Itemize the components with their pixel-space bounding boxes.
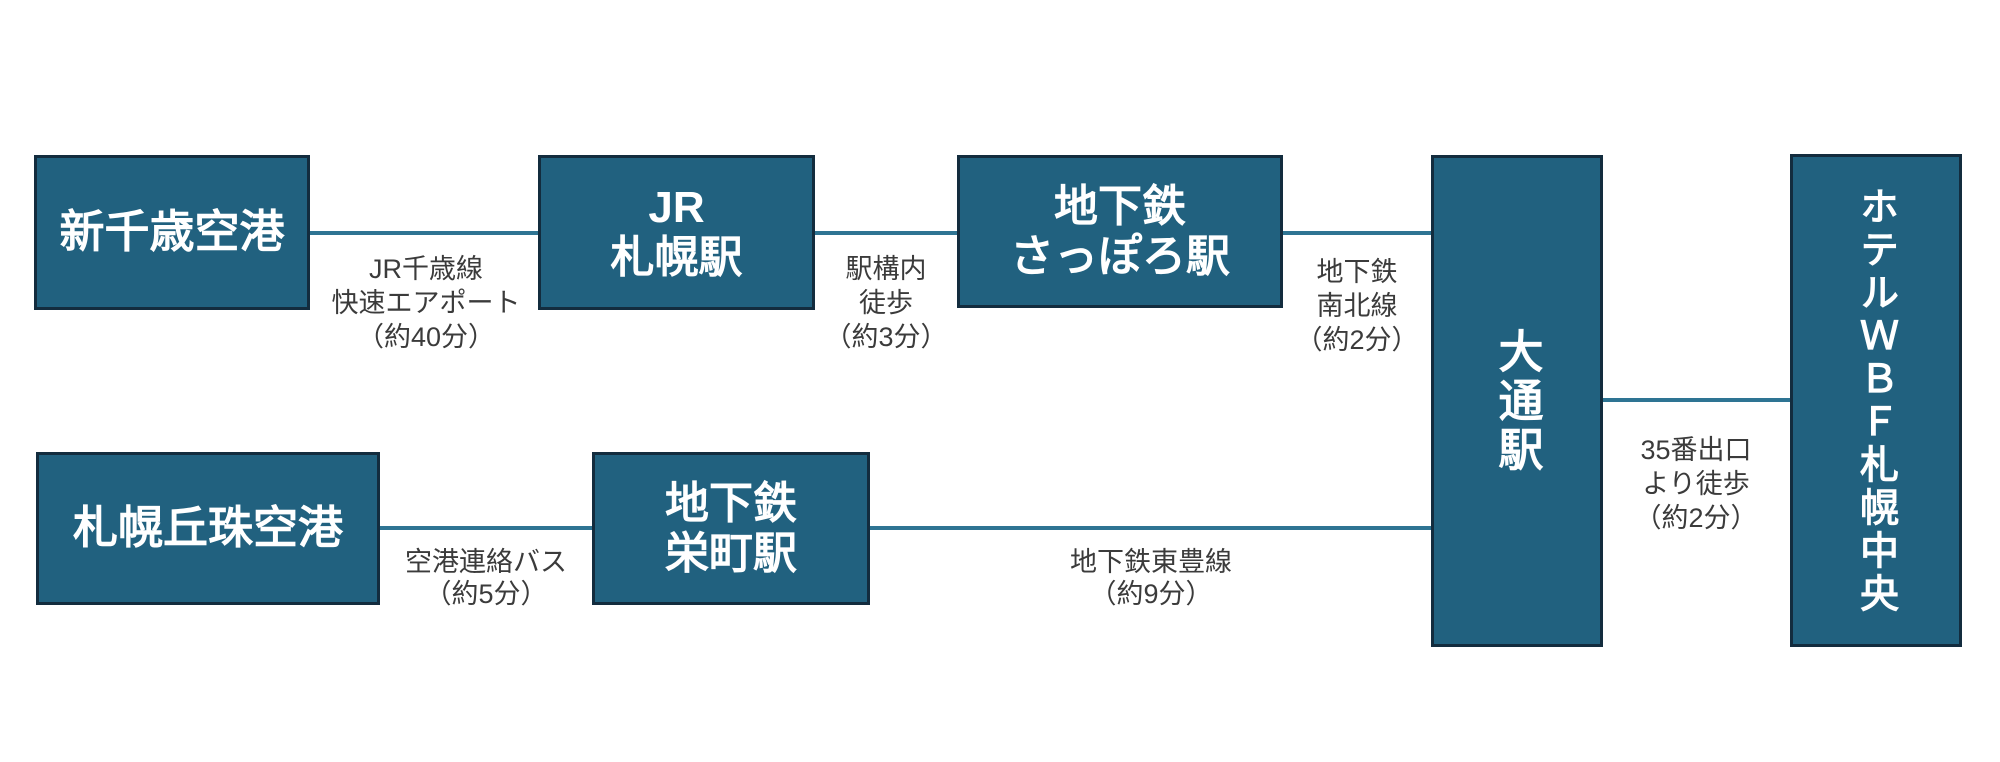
- node-hotel-wbf-sapporo-chuo: ホテルＷＢＦ札幌中央: [1790, 154, 1962, 647]
- edge-label-line: より徒歩: [1642, 469, 1750, 499]
- edge-label-line: （約2分）: [1295, 325, 1419, 355]
- connector-jr-sapporo-to-subway-sapporo: [813, 231, 959, 235]
- node-shin-chitose-airport: 新千歳空港: [34, 155, 310, 310]
- node-label: さっぽろ駅: [1010, 231, 1230, 281]
- node-sapporo-okadama-airport: 札幌丘珠空港: [36, 452, 380, 605]
- edge-label-exit35-walk: 35番出口 より徒歩 （約2分）: [1634, 433, 1757, 535]
- node-subway-sapporo-station: 地下鉄 さっぽろ駅: [957, 155, 1283, 308]
- connector-okadama-to-sakaemachi: [378, 526, 594, 530]
- node-label: 栄町駅: [665, 528, 797, 578]
- edge-label-line: （約9分）: [1089, 579, 1213, 609]
- node-subway-sakaemachi-station: 地下鉄 栄町駅: [592, 452, 870, 605]
- edge-label-station-inside-walk: 駅構内 徒歩 （約3分）: [824, 252, 947, 354]
- edge-label-line: 35番出口: [1640, 435, 1752, 465]
- connector-odori-to-hotel: [1601, 398, 1792, 402]
- edge-label-line: （約40分）: [356, 322, 496, 352]
- edge-label-line: JR千歳線: [369, 254, 483, 284]
- node-jr-sapporo-station: JR 札幌駅: [538, 155, 815, 310]
- edge-label-line: （約2分）: [1634, 503, 1758, 533]
- edge-label-line: 空港連絡バス: [405, 547, 567, 577]
- connector-chitose-to-jr-sapporo: [308, 231, 540, 235]
- node-label: ホテルＷＢＦ札幌中央: [1854, 185, 1898, 616]
- node-label: 地下鉄: [665, 479, 797, 529]
- edge-label-jr-chitose-line: JR千歳線 快速エアポート （約40分）: [332, 252, 521, 354]
- edge-label-line: 徒歩: [859, 288, 913, 318]
- node-odori-station: 大通駅: [1431, 155, 1603, 647]
- node-label: 新千歳空港: [59, 206, 285, 258]
- edge-label-line: 快速エアポート: [331, 288, 521, 318]
- node-label: 札幌駅: [610, 232, 743, 282]
- node-label: JR: [648, 183, 705, 233]
- edge-label-line: （約5分）: [424, 579, 548, 609]
- connector-sakaemachi-to-odori: [868, 526, 1433, 530]
- edge-label-line: （約3分）: [824, 322, 948, 352]
- edge-label-line: 駅構内: [845, 254, 927, 284]
- edge-label-airport-shuttle-bus: 空港連絡バス （約5分）: [405, 546, 567, 610]
- edge-label-subway-namboku-line: 地下鉄 南北線 （約2分）: [1295, 255, 1418, 357]
- edge-label-subway-toho-line: 地下鉄東豊線 （約9分）: [1070, 546, 1232, 610]
- edge-label-line: 地下鉄: [1316, 257, 1398, 287]
- edge-label-line: 南北線: [1316, 291, 1398, 321]
- node-label: 地下鉄: [1054, 182, 1186, 232]
- node-label: 大通駅: [1491, 327, 1543, 475]
- node-label: 札幌丘珠空港: [72, 502, 343, 554]
- edge-label-line: 地下鉄東豊線: [1070, 547, 1232, 577]
- connector-subway-sapporo-to-odori: [1281, 231, 1433, 235]
